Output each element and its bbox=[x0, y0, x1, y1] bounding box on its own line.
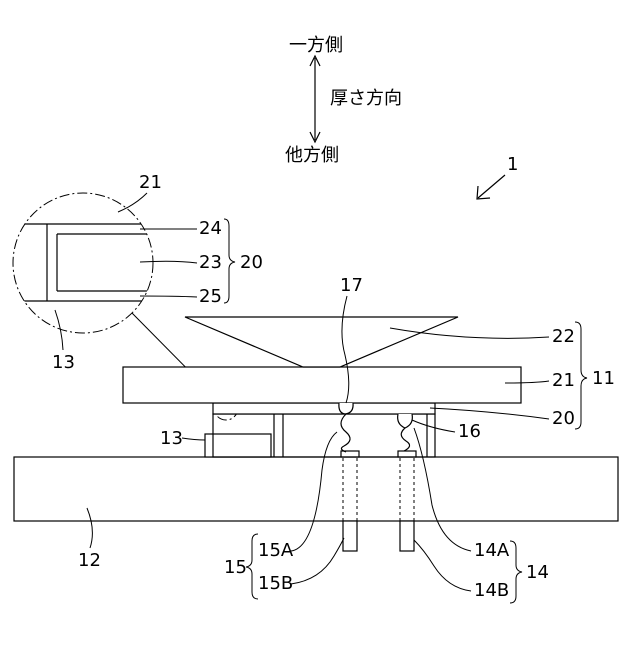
device-reference: 1 bbox=[477, 154, 518, 199]
pin-14-lower bbox=[400, 521, 414, 551]
plate-21-label: 21 bbox=[552, 370, 575, 391]
substrate-12-label: 12 bbox=[78, 550, 101, 571]
inset-23-leader bbox=[140, 261, 197, 263]
other-side-label: 他方側 bbox=[285, 145, 339, 166]
layer-20-leader bbox=[430, 408, 549, 419]
direction-indicator: 一方側 厚さ方向 他方側 bbox=[285, 35, 402, 166]
group-11-label: 11 bbox=[592, 368, 615, 389]
group-15-label: 15 bbox=[224, 557, 247, 578]
pin-14B-label: 14B bbox=[474, 580, 509, 601]
layer-20-label: 20 bbox=[552, 408, 575, 429]
device-label: 1 bbox=[507, 154, 518, 175]
pad-16-label: 16 bbox=[458, 421, 481, 442]
group-14-brace bbox=[510, 541, 522, 603]
inset-group-20-label: 20 bbox=[240, 252, 263, 273]
wire-15 bbox=[341, 414, 350, 452]
pin-15B-label: 15B bbox=[258, 573, 293, 594]
plate-21 bbox=[123, 367, 521, 403]
prism-22-label: 22 bbox=[552, 326, 575, 347]
inset-layer-23-label: 23 bbox=[199, 252, 222, 273]
inset-layer-25-label: 25 bbox=[199, 286, 222, 307]
spacer-13-leader bbox=[182, 438, 205, 440]
group-14-label: 14 bbox=[526, 562, 549, 583]
inset-circle bbox=[13, 193, 153, 333]
inset-25-leader bbox=[140, 296, 197, 297]
pad-16 bbox=[398, 414, 413, 428]
pin-15-head bbox=[341, 451, 359, 457]
main-assembly bbox=[14, 317, 618, 551]
group-15-brace bbox=[246, 534, 258, 599]
pin-14A-label: 14A bbox=[474, 540, 510, 561]
inset-21-leader bbox=[118, 193, 147, 212]
spacer-13-label: 13 bbox=[160, 428, 183, 449]
device-leader-line bbox=[478, 175, 505, 198]
pin-15A-label: 15A bbox=[258, 540, 294, 561]
bump-17-label: 17 bbox=[340, 275, 363, 296]
wire-14 bbox=[401, 428, 409, 451]
inset-group-20-brace bbox=[224, 219, 235, 303]
inset-layer-21-label: 21 bbox=[139, 172, 162, 193]
pad-16-leader bbox=[412, 420, 455, 432]
pin-15B-leader bbox=[291, 538, 344, 584]
layer-20 bbox=[213, 403, 435, 414]
group-11-brace bbox=[575, 322, 587, 429]
pin-14-head bbox=[398, 451, 416, 457]
inset-layer-24-label: 24 bbox=[199, 218, 222, 239]
thickness-direction-label: 厚さ方向 bbox=[330, 88, 402, 109]
one-side-label: 一方側 bbox=[289, 35, 343, 56]
inset-spacer-13-label: 13 bbox=[52, 352, 75, 373]
pin-14B-leader bbox=[414, 540, 471, 591]
prism-22 bbox=[185, 317, 458, 367]
spacer-13-block bbox=[205, 434, 271, 457]
inset-layers bbox=[0, 224, 200, 301]
pin-15-lower bbox=[343, 521, 357, 551]
